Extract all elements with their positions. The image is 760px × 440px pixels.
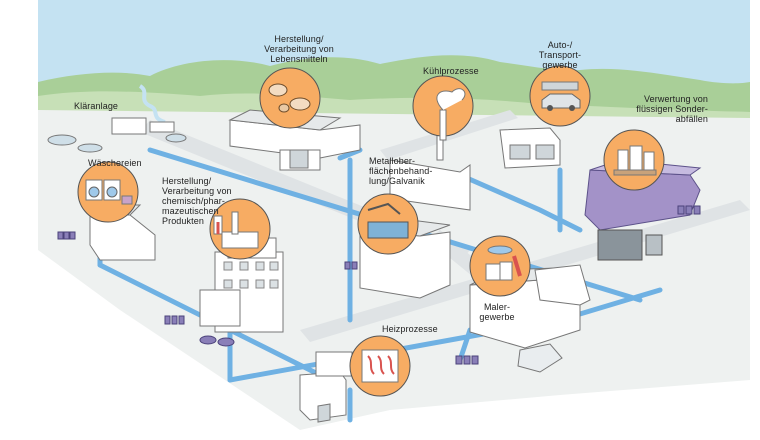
car-workshop bbox=[499, 127, 561, 169]
cooling-steam-icon bbox=[412, 75, 474, 141]
liquid-waste-barrels-icon bbox=[603, 129, 665, 191]
paint-cans-icon bbox=[469, 235, 531, 297]
food-factory bbox=[228, 109, 361, 171]
label-heizprozesse: Heizprozesse bbox=[382, 324, 438, 334]
label-waeschereien: Wäschereien bbox=[88, 158, 142, 168]
food-processing-icon bbox=[259, 67, 321, 129]
label-kuehlprozesse: Kühlprozesse bbox=[423, 66, 479, 76]
car-wash-icon bbox=[529, 65, 591, 127]
heating-buildings bbox=[299, 351, 353, 423]
heating-radiator-icon bbox=[349, 335, 411, 397]
sewage-plant bbox=[47, 117, 187, 153]
label-lebensmittel: Herstellung/ Verarbeitung von Lebensmitt… bbox=[264, 34, 334, 64]
washing-machines-icon bbox=[77, 161, 139, 223]
chemical-lab-icon bbox=[209, 198, 271, 260]
label-metall-galvanik: Metallober- flächenbehand- lung/Galvanik bbox=[369, 156, 433, 186]
label-chemisch: Herstellung/ Verarbeitung von chemisch/p… bbox=[162, 176, 232, 226]
river bbox=[138, 84, 166, 124]
label-klaeranlage: Kläranlage bbox=[74, 101, 119, 111]
label-sonderabfaelle: Verwertung von flüssigen Sonder- abfälle… bbox=[636, 94, 708, 124]
label-auto-transport: Auto-/ Transport- gewerbe bbox=[538, 40, 582, 70]
metal-plating-icon bbox=[357, 193, 419, 255]
label-maler: Maler- gewerbe bbox=[479, 302, 515, 322]
